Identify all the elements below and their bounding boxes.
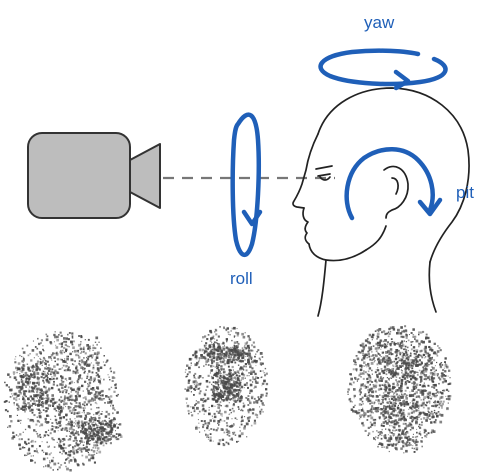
event-frame-yaw [347, 325, 451, 453]
event-frame-pitch [184, 326, 268, 446]
video-camera-icon [28, 133, 160, 218]
head-profile-icon [293, 88, 469, 316]
pitch-label: pit [456, 183, 474, 202]
yaw-label: yaw [364, 13, 395, 32]
roll-label: roll [230, 269, 253, 288]
event-frame-roll [4, 331, 123, 471]
pitch-rotation-arrow-icon [347, 149, 440, 218]
yaw-rotation-arrow-icon [321, 51, 446, 88]
roll-rotation-arrow-icon [233, 115, 260, 255]
